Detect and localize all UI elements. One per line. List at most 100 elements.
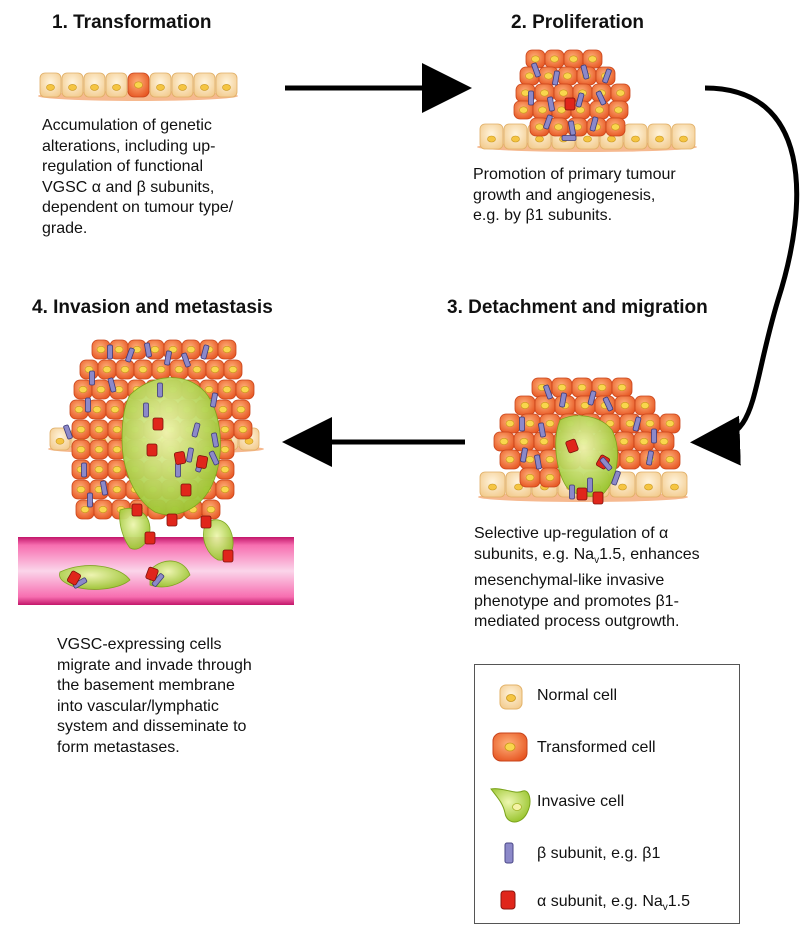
step3-description: Selective up-regulation of α subunits, e… [474, 524, 700, 633]
transformed-cell [571, 377, 593, 398]
transformed-cell [235, 379, 255, 400]
alpha-subunit [152, 417, 164, 431]
transformed-cell [201, 499, 221, 520]
transformed-cell [659, 449, 681, 470]
step4-description: VGSC-expressing cells migrate and invade… [57, 635, 252, 758]
beta-subunit [632, 416, 642, 432]
step2-line: e.g. by β1 subunits. [473, 207, 613, 224]
transformed-cell [215, 459, 235, 480]
beta-subunit [164, 350, 172, 366]
transformed-cell [107, 479, 127, 500]
beta-subunit [81, 462, 87, 478]
beta-subunit [107, 344, 113, 360]
beta-subunit [543, 114, 553, 130]
alpha-subunit [145, 566, 159, 582]
beta-subunit [559, 392, 567, 408]
normal-cell [105, 72, 128, 98]
transformed-cell [71, 479, 91, 500]
transformed-cell [551, 377, 573, 398]
legend-label-normal: Normal cell [537, 687, 618, 704]
transformed-cell [633, 431, 655, 452]
transformed-cell [614, 395, 636, 416]
normal-cell [39, 72, 62, 98]
beta-subunit [528, 90, 534, 106]
beta-subunit [186, 447, 194, 463]
step2-description: Promotion of primary tumour growth and a… [473, 165, 676, 227]
step4-line: VGSC-expressing cells [57, 636, 222, 653]
legend-label-transformed: Transformed cell [537, 739, 656, 756]
beta-subunit [569, 484, 575, 500]
normal-cell [503, 123, 528, 150]
panel3-tumour [478, 377, 688, 505]
beta-subunit [587, 477, 593, 493]
beta-subunit [580, 64, 590, 80]
beta-subunit [602, 68, 612, 84]
beta-subunit [211, 432, 219, 448]
transformed-cell [611, 377, 633, 398]
transformed-cell [91, 339, 111, 360]
normal-cell [671, 123, 696, 150]
step1-title: 1. Transformation [52, 12, 212, 33]
beta-subunit [531, 62, 541, 78]
invasive-cell-icon [490, 788, 531, 823]
legend-alpha-suffix: 1.5 [667, 893, 691, 910]
normal-cell [479, 471, 506, 498]
legend-alpha-subscript: v [662, 902, 668, 914]
beta-subunit [143, 402, 149, 418]
step2-title: 2. Proliferation [511, 12, 645, 33]
alpha-subunit [564, 97, 576, 111]
transformed-cell [91, 379, 111, 400]
beta-subunit [72, 577, 88, 589]
transformed-cell [539, 467, 561, 488]
beta-subunit [191, 422, 201, 438]
step3-line-part: subunits, e.g. Na [474, 545, 595, 563]
beta-subunit [100, 480, 108, 496]
step3-line: phenotype and promotes β1- [474, 592, 679, 610]
beta-subunit [599, 457, 613, 471]
alpha-subunit [131, 503, 143, 517]
transformed-cell [93, 499, 113, 520]
alpha-subunit-icon [500, 890, 516, 910]
step2-line: Promotion of primary tumour [473, 166, 676, 183]
beta-subunit [107, 377, 117, 393]
transformed-cell [187, 359, 207, 380]
transformed-cell [89, 459, 109, 480]
step4-title: 4. Invasion and metastasis [32, 297, 273, 318]
transformed-cell [213, 399, 233, 420]
beta-subunit [85, 397, 91, 413]
transformed-cell [115, 359, 135, 380]
transformed-cell [133, 359, 153, 380]
invasive-cell [555, 415, 618, 497]
transformed-cell [608, 100, 629, 120]
alpha-subunit [67, 570, 81, 586]
step1-line: dependent on tumour type/ [42, 199, 234, 216]
beta-subunit [561, 135, 577, 141]
transformed-cell [589, 100, 610, 120]
normal-cell [61, 72, 84, 98]
beta-subunit [181, 352, 191, 368]
step3-title: 3. Detachment and migration [447, 297, 708, 318]
beta-subunit [87, 492, 93, 508]
transformed-cell [97, 359, 117, 380]
alpha-subunit [144, 531, 156, 545]
beta-subunit [538, 422, 546, 438]
transformed-cell [534, 395, 556, 416]
beta-subunit [175, 462, 181, 478]
transformed-cell [519, 467, 541, 488]
transformed-cell [107, 459, 127, 480]
step4-line: into vascular/lymphatic [57, 697, 219, 715]
step3-line: mesenchymal-like invasive [474, 572, 665, 590]
step4-line: system and disseminate to [57, 718, 247, 735]
normal-cell [623, 123, 648, 150]
beta-subunit [543, 384, 553, 400]
normal-cell [193, 72, 216, 98]
transformed-cell [529, 117, 550, 137]
beta-subunit [568, 120, 576, 136]
beta-subunit [602, 396, 614, 412]
normal-cell [635, 471, 662, 498]
legend-label-beta: β subunit, e.g. β1 [537, 845, 661, 862]
transformed-cell [107, 419, 127, 440]
beta-subunit [651, 428, 657, 444]
